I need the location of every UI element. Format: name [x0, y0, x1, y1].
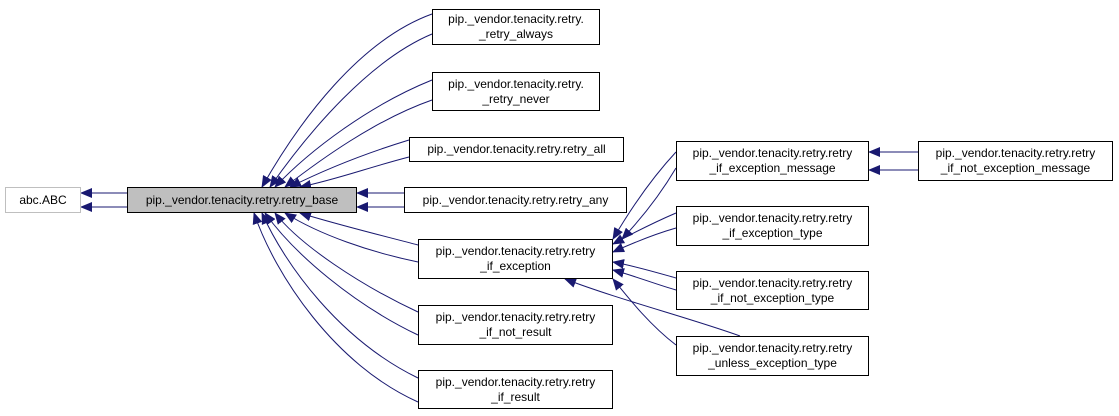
edge-retry_unless_exception_type-to-retry_if_exception — [612, 278, 677, 346]
node-label-line: pip._vendor.tenacity.retry.retry — [935, 146, 1096, 160]
node-label-line: pip._vendor.tenacity.retry. — [448, 76, 584, 91]
node-label-line: _retry_never — [482, 91, 550, 106]
node-label-line: _if_exception — [480, 259, 551, 273]
edge-retry_never-to-retry_base-2 — [284, 99, 433, 188]
node-retry-base[interactable]: pip._vendor.tenacity.retry.retry_base — [127, 187, 357, 213]
edge-retry_if_exception_type-to-retry_if_exception-2 — [612, 227, 677, 253]
node-label-line: _unless_exception_type — [708, 356, 837, 370]
node-retry-if-result[interactable]: pip._vendor.tenacity.retry.retry _if_res… — [418, 370, 613, 409]
edge-retry_always-to-retry_base-2 — [269, 33, 433, 188]
node-retry-all[interactable]: pip._vendor.tenacity.retry.retry_all — [409, 137, 624, 162]
node-retry-if-exception[interactable]: pip._vendor.tenacity.retry.retry _if_exc… — [418, 239, 613, 279]
edge-retry_unless_exception_type-to-retry_if_exception-2 — [564, 278, 741, 337]
node-label-line: _if_result — [491, 389, 540, 404]
node-retry-always[interactable]: pip._vendor.tenacity.retry. _retry_alway… — [432, 9, 600, 45]
edge-retry_if_exception_type-to-retry_if_exception — [612, 212, 677, 245]
node-label-line: pip._vendor.tenacity.retry.retry — [435, 244, 596, 258]
node-label-line: _if_not_exception_message — [940, 161, 1091, 175]
node-label-line: pip._vendor.tenacity.retry.retry — [435, 374, 596, 389]
node-label-line: pip._vendor.tenacity.retry.retry — [692, 341, 853, 355]
edge-retry_if_not_result-to-retry_base-2 — [264, 212, 419, 336]
node-label-line: _if_exception_type — [722, 226, 823, 240]
edge-retry_if_exception_message-to-retry_if_exception-2 — [621, 167, 677, 240]
node-label-line: pip._vendor.tenacity.retry.retry — [692, 211, 853, 225]
node-label-line: abc.ABC — [19, 192, 67, 207]
node-retry-if-exception-type[interactable]: pip._vendor.tenacity.retry.retry _if_exc… — [676, 206, 869, 246]
edge-retry_if_result-to-retry_base — [261, 212, 419, 379]
node-retry-never[interactable]: pip._vendor.tenacity.retry. _retry_never — [432, 72, 600, 111]
edge-retry_if_not_exception_type-to-retry_if_exception-2 — [612, 268, 677, 291]
node-retry-any[interactable]: pip._vendor.tenacity.retry.retry_any — [404, 187, 627, 213]
edge-retry_all-to-retry_base-2 — [299, 156, 410, 190]
node-label-line: pip._vendor.tenacity.retry.retry — [692, 275, 853, 290]
node-retry-unless-exception-type[interactable]: pip._vendor.tenacity.retry.retry _unless… — [676, 336, 869, 376]
node-retry-if-not-exception-type[interactable]: pip._vendor.tenacity.retry.retry _if_not… — [676, 271, 869, 310]
node-retry-if-not-result[interactable]: pip._vendor.tenacity.retry.retry _if_not… — [418, 305, 613, 345]
edge-retry_if_exception_message-to-retry_if_exception — [612, 151, 677, 240]
edge-retry_if_exception-to-retry_base — [299, 211, 419, 246]
edge-retry_all-to-retry_base — [289, 139, 410, 188]
node-label-line: _if_exception_message — [709, 161, 836, 175]
node-label-line: pip._vendor.tenacity.retry.retry_base — [145, 192, 339, 207]
node-label-line: _retry_always — [478, 27, 554, 41]
node-label-line: pip._vendor.tenacity.retry.retry — [692, 146, 853, 160]
node-label-line: pip._vendor.tenacity.retry.retry_any — [422, 192, 609, 207]
edge-retry_if_exception-to-retry_base-2 — [284, 212, 419, 263]
node-label-line: _if_not_result — [479, 325, 552, 339]
node-label-line: _if_not_exception_type — [710, 290, 835, 305]
node-abc-ABC[interactable]: abc.ABC — [5, 187, 81, 213]
edge-retry_never-to-retry_base — [274, 79, 433, 188]
node-retry-if-not-exception-message[interactable]: pip._vendor.tenacity.retry.retry _if_not… — [918, 141, 1113, 181]
node-label-line: pip._vendor.tenacity.retry.retry_all — [427, 142, 606, 156]
node-retry-if-exception-message[interactable]: pip._vendor.tenacity.retry.retry _if_exc… — [676, 141, 869, 181]
edge-retry_always-to-retry_base — [261, 13, 433, 188]
edge-retry_if_result-to-retry_base-2 — [252, 212, 419, 403]
edge-retry_if_not_result-to-retry_base — [274, 212, 419, 313]
node-label-line: pip._vendor.tenacity.retry. — [448, 12, 584, 26]
node-label-line: pip._vendor.tenacity.retry.retry — [435, 310, 596, 324]
edge-retry_if_not_exception_type-to-retry_if_exception — [612, 259, 677, 279]
